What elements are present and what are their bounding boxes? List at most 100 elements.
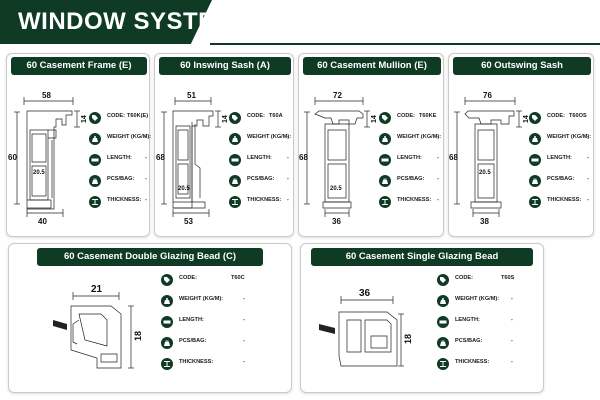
- spec-weight: WEIGHT (KG/M): -: [437, 293, 541, 314]
- ruler-icon: [229, 154, 241, 166]
- spec-value: T60C: [231, 275, 245, 281]
- spec-length: LENGTH: -: [379, 152, 443, 173]
- spec-label: LENGTH:: [179, 317, 204, 323]
- profile-card-casement-frame: 60 Casement Frame (E) 58 14 60 20.5 40 C…: [6, 53, 151, 237]
- ruler-icon: [89, 154, 101, 166]
- spec-label: CODE:: [247, 113, 266, 119]
- spec-weight: WEIGHT (KG/M): -: [229, 131, 293, 152]
- spec-value: T60S: [501, 275, 515, 281]
- spec-label: CODE:: [179, 275, 198, 281]
- spec-value: -: [587, 134, 589, 140]
- bag-icon: [89, 175, 101, 187]
- spec-label: PCS/BAG:: [547, 176, 575, 182]
- spec-value: -: [511, 359, 513, 365]
- spec-pcs: PCS/BAG: -: [379, 173, 443, 194]
- spec-label: CODE:: [107, 113, 126, 119]
- spec-label: WEIGHT (KG/M):: [397, 134, 442, 140]
- dim-right: 18: [403, 334, 413, 344]
- spec-pcs: PCS/BAG: -: [529, 173, 593, 194]
- spec-value: -: [437, 155, 439, 161]
- spec-pcs: PCS/BAG: -: [89, 173, 151, 194]
- bag-icon: [161, 337, 173, 349]
- spec-length: LENGTH: -: [229, 152, 293, 173]
- spec-label: WEIGHT (KG/M):: [107, 134, 152, 140]
- dim-inner: 20.5: [178, 186, 190, 192]
- ruler-icon: [437, 316, 449, 328]
- spec-label: THICKNESS:: [547, 197, 582, 203]
- i-beam-icon: [529, 196, 541, 208]
- weight-icon: [161, 295, 173, 307]
- dim-bottom: 40: [38, 217, 47, 226]
- spec-value: -: [145, 176, 147, 182]
- spec-value: -: [243, 317, 245, 323]
- spec-value: -: [587, 197, 589, 203]
- spec-value: -: [145, 155, 147, 161]
- page-title: WINDOW SYSTEM: [18, 8, 236, 35]
- card-title: 60 Casement Double Glazing Bead (C): [37, 248, 263, 266]
- spec-value: -: [587, 176, 589, 182]
- profile-card-casement-mullion: 60 Casement Mullion (E) 72 14 68 20.5 36…: [298, 53, 444, 237]
- tag-icon: [437, 274, 449, 286]
- spec-label: CODE:: [547, 113, 566, 119]
- dim-top: 76: [483, 91, 492, 100]
- outswing-profile-drawing: 76 14 68 20.5 38: [449, 91, 529, 226]
- dim-top: 36: [359, 288, 371, 299]
- spec-value: -: [437, 134, 439, 140]
- spec-list: CODE: T60K(E) WEIGHT (KG/M): - LENGTH: -…: [89, 110, 151, 215]
- bag-icon: [437, 337, 449, 349]
- spec-length: LENGTH: -: [529, 152, 593, 173]
- i-beam-icon: [229, 196, 241, 208]
- bag-icon: [379, 175, 391, 187]
- spec-value: -: [287, 155, 289, 161]
- spec-label: THICKNESS:: [107, 197, 142, 203]
- spec-code: CODE: T60K(E): [89, 110, 151, 131]
- dim-top: 51: [187, 91, 196, 100]
- tag-icon: [529, 112, 541, 124]
- spec-label: WEIGHT (KG/M):: [547, 134, 592, 140]
- spec-value: -: [243, 359, 245, 365]
- spec-thickness: THICKNESS: -: [89, 194, 151, 215]
- spec-thickness: THICKNESS: -: [379, 194, 443, 215]
- tag-icon: [229, 112, 241, 124]
- spec-value: -: [437, 176, 439, 182]
- spec-list: CODE: T60C WEIGHT (KG/M): - LENGTH: - PC…: [161, 272, 291, 377]
- spec-value: T60A: [269, 113, 283, 119]
- spec-list: CODE: T60S WEIGHT (KG/M): - LENGTH: - PC…: [437, 272, 541, 377]
- spec-value: -: [243, 296, 245, 302]
- dim-inner: 20.5: [330, 186, 342, 192]
- spec-weight: WEIGHT (KG/M): -: [161, 293, 291, 314]
- spec-value: -: [243, 338, 245, 344]
- spec-thickness: THICKNESS: -: [437, 356, 541, 377]
- sash-profile-drawing: 51 14 68 20.5 53: [156, 91, 229, 226]
- spec-code: CODE: T60C: [161, 272, 291, 293]
- weight-icon: [437, 295, 449, 307]
- spec-list: CODE: T60OS WEIGHT (KG/M): - LENGTH: - P…: [529, 110, 593, 215]
- spec-value: -: [587, 155, 589, 161]
- spec-thickness: THICKNESS: -: [229, 194, 293, 215]
- spec-label: PCS/BAG:: [455, 338, 483, 344]
- spec-label: PCS/BAG:: [247, 176, 275, 182]
- spec-weight: WEIGHT (KG/M): -: [89, 131, 151, 152]
- dim-bottom: 38: [480, 217, 489, 226]
- bag-icon: [229, 175, 241, 187]
- spec-length: LENGTH: -: [89, 152, 151, 173]
- tag-icon: [89, 112, 101, 124]
- ruler-icon: [379, 154, 391, 166]
- spec-value: -: [145, 134, 147, 140]
- spec-weight: WEIGHT (KG/M): -: [379, 131, 443, 152]
- spec-thickness: THICKNESS: -: [161, 356, 291, 377]
- weight-icon: [379, 133, 391, 145]
- dim-top: 72: [333, 91, 342, 100]
- spec-label: THICKNESS:: [179, 359, 214, 365]
- single-bead-drawing: 36 18: [319, 288, 413, 367]
- dim-right: 14: [222, 115, 229, 123]
- card-title: 60 Outswing Sash: [453, 57, 591, 75]
- spec-code: CODE: T60KE: [379, 110, 443, 131]
- card-title: 60 Casement Single Glazing Bead: [311, 248, 533, 266]
- spec-label: THICKNESS:: [397, 197, 432, 203]
- dim-inner: 20.5: [479, 170, 491, 176]
- spec-value: -: [511, 296, 513, 302]
- spec-pcs: PCS/BAG: -: [229, 173, 293, 194]
- dim-right: 18: [133, 331, 143, 341]
- spec-value: -: [145, 197, 147, 203]
